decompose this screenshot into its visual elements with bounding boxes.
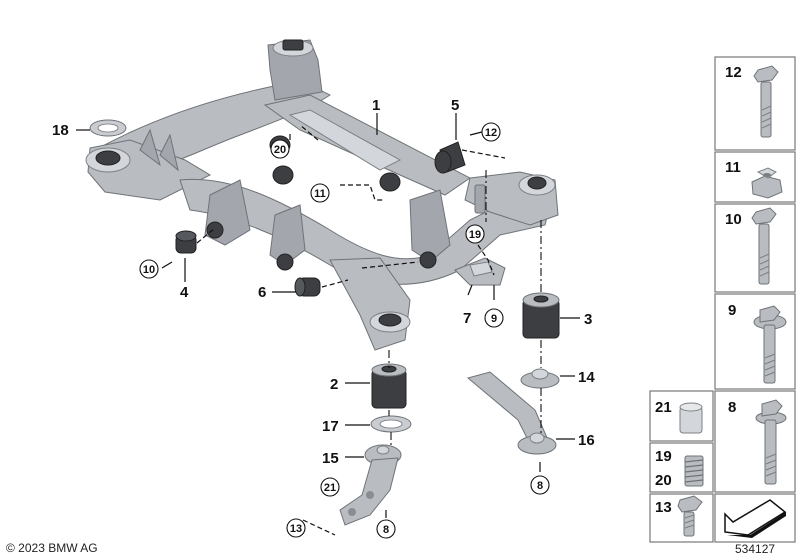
callout-16: 16 [578,432,595,449]
circle-callout-19: 19 [465,224,485,244]
svg-text:8: 8 [537,480,543,492]
circle-callout-21: 21 [320,477,340,497]
panel-label-10: 10 [725,211,742,228]
callout-7: 7 [463,310,471,327]
panel-label-11: 11 [725,159,741,176]
panel-label-21: 21 [655,399,672,416]
bracket-7 [454,257,506,286]
bolt-8-icon [755,399,787,485]
svg-text:19: 19 [469,229,481,241]
callout-6: 6 [258,284,266,301]
circle-callout-10: 10 [139,259,159,279]
circle-callout-9: 9 [484,308,504,328]
washer-14 [520,368,560,389]
bolt-9-icon [753,305,787,384]
callout-labels: 1 5 18 4 6 7 3 2 14 17 16 15 12 20 11 19 [52,97,595,539]
svg-text:10: 10 [143,264,155,276]
panel-label-13: 13 [655,499,672,516]
callout-4: 4 [180,284,189,301]
subframe-mount-2 [371,363,407,409]
circle-callout-8-strut-15: 8 [376,519,396,539]
svg-text:11: 11 [314,188,326,200]
rubber-bushing-5 [434,141,466,174]
bolt-10-icon [751,207,777,285]
circle-callout-11: 11 [310,183,330,203]
document-number: 534127 [735,542,776,556]
panel-label-19: 19 [655,448,672,465]
callout-2: 2 [330,376,338,393]
bolt-12-icon [753,65,779,138]
nut-11-icon [751,167,783,199]
svg-text:12: 12 [485,127,497,139]
callout-17: 17 [322,418,339,435]
subframe-mount-3 [522,292,560,339]
rubber-bushing-6 [294,277,321,297]
rear-axle-subframe [85,39,559,351]
panel-label-8: 8 [728,399,736,416]
circle-callout-8-strut-16: 8 [530,475,550,495]
leader-lines [76,113,580,536]
sleeve-21-icon [679,402,703,434]
svg-text:13: 13 [290,523,302,535]
svg-text:8: 8 [383,524,389,536]
svg-text:9: 9 [491,313,497,325]
copyright-text: © 2023 BMW AG [6,541,98,555]
svg-text:20: 20 [274,144,286,156]
panel-label-12: 12 [725,64,742,81]
strut-brace-16 [466,371,557,455]
circle-callout-12: 12 [481,122,501,142]
direction-arrow-icon [724,499,787,538]
callout-3: 3 [584,311,592,328]
svg-text:21: 21 [324,482,336,494]
callout-15: 15 [322,450,339,467]
threaded-insert-icon [684,455,704,487]
callout-5: 5 [451,97,459,114]
panel-label-9: 9 [728,302,736,319]
panel-label-20: 20 [655,472,672,489]
screw-13-icon [677,495,703,537]
callout-1: 1 [372,97,380,114]
circle-callout-13: 13 [286,518,306,538]
circle-callout-20: 20 [270,139,290,159]
callout-18: 18 [52,122,69,139]
rubber-bushing-4 [175,230,197,254]
callout-14: 14 [578,369,595,386]
strut-brace-15 [339,444,402,526]
fastener-panel: 12 11 10 9 21 [649,56,796,543]
